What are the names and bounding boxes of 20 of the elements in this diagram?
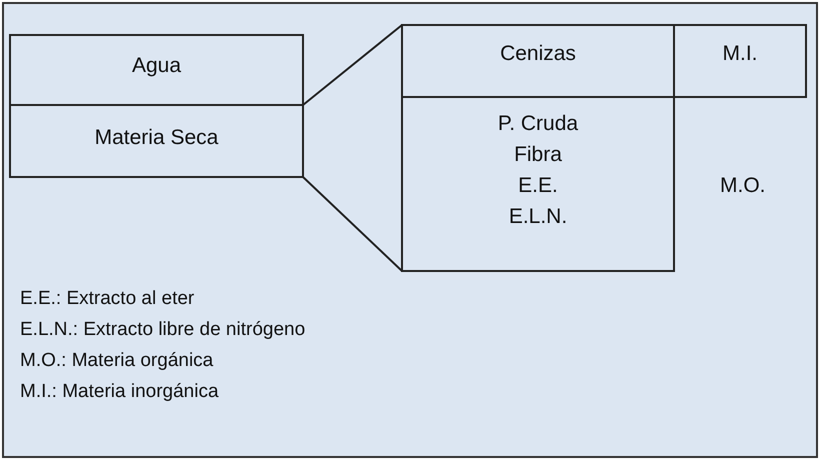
table-cell — [401, 24, 675, 98]
note-text: M.I.: Materia inorgánica — [20, 381, 219, 403]
cell-text: Cenizas — [500, 41, 576, 67]
cell-text: Materia Seca — [94, 125, 218, 151]
table-cell — [9, 34, 304, 106]
cell-text: E.E. — [518, 173, 558, 199]
cell-text: Fibra — [514, 142, 562, 168]
connector-line — [302, 24, 403, 106]
cell-text: Agua — [132, 53, 182, 79]
table-cell — [673, 24, 807, 98]
region-label: M.O. — [720, 174, 766, 198]
table-cell — [401, 96, 675, 272]
cell-text: E.L.N. — [508, 204, 568, 230]
note-text: E.E.: Extracto al eter — [20, 288, 194, 310]
note-text: E.L.N.: Extracto libre de nitrógeno — [20, 319, 306, 341]
table-cell — [9, 104, 304, 178]
connector-line — [302, 176, 403, 272]
note-text: M.O.: Materia orgánica — [20, 350, 214, 372]
cell-text: M.I. — [722, 41, 758, 67]
cell-text: P. Cruda — [498, 111, 578, 137]
